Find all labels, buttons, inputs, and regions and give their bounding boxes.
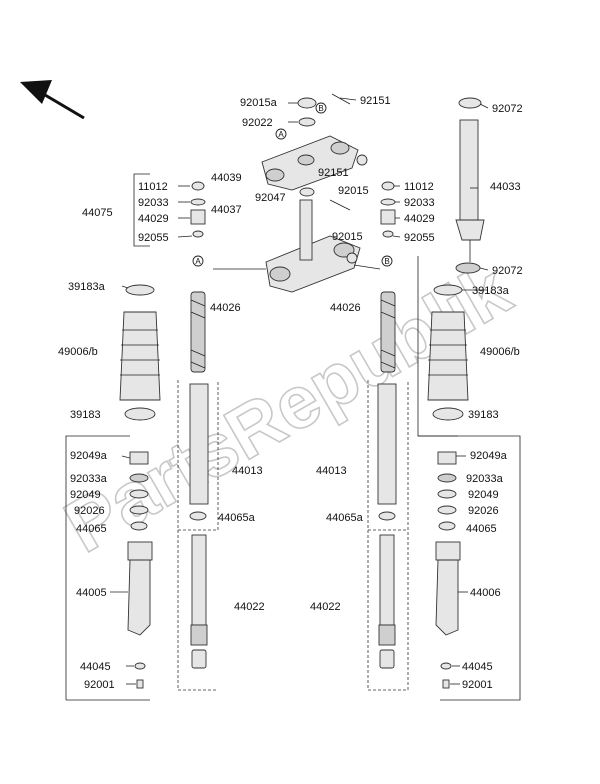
marker-a-top: A <box>275 128 287 140</box>
label-92049a-left: 92049a <box>70 450 108 462</box>
label-44006: 44006 <box>470 587 501 599</box>
label-92049-left: 92049 <box>70 489 101 501</box>
left-seals <box>129 451 149 531</box>
label-44065-left: 44065 <box>76 523 107 535</box>
label-44026-left: 44026 <box>210 302 241 314</box>
right-seals <box>437 451 457 531</box>
label-92047: 92047 <box>255 192 286 204</box>
label-11012-left: 11012 <box>138 181 168 193</box>
label-44026-right: 44026 <box>330 302 361 314</box>
label-92055-left: 92055 <box>138 232 169 244</box>
label-39183-left: 39183 <box>70 409 101 421</box>
right-boot <box>427 284 469 421</box>
svg-text:A: A <box>278 130 284 139</box>
label-92049-right: 92049 <box>468 489 499 501</box>
upper-fork-bracket <box>261 135 359 191</box>
label-44075: 44075 <box>82 207 113 219</box>
label-44039: 44039 <box>211 172 242 184</box>
right-inner-tube <box>377 383 397 505</box>
label-39183a-right: 39183a <box>472 285 510 297</box>
left-outer-tube <box>127 541 153 636</box>
svg-text:B: B <box>384 257 389 266</box>
left-inner-tube <box>189 383 209 505</box>
steering-stem <box>455 97 485 274</box>
leader-lines <box>110 97 489 685</box>
label-92015-mid: 92015 <box>338 185 369 197</box>
label-92022: 92022 <box>242 117 273 129</box>
label-44005: 44005 <box>76 587 107 599</box>
label-44029-right: 44029 <box>404 213 435 225</box>
label-44013-left: 44013 <box>232 465 263 477</box>
right-spring <box>380 291 396 373</box>
svg-text:B: B <box>318 104 323 113</box>
front-arrow-icon <box>20 80 85 120</box>
label-49006-left: 49006/b <box>58 346 98 358</box>
label-44065a-right: 44065a <box>326 512 364 524</box>
left-boot <box>119 284 161 421</box>
right-outer-tube <box>435 541 461 636</box>
label-92001-left: 92001 <box>84 679 115 691</box>
label-92033-right: 92033 <box>404 197 435 209</box>
label-92151-mid: 92151 <box>318 167 349 179</box>
label-92033a-right: 92033a <box>466 473 504 485</box>
label-44065-right: 44065 <box>466 523 497 535</box>
marker-b-top: B <box>315 102 327 114</box>
label-92151-top: 92151 <box>360 95 391 107</box>
label-92072-top: 92072 <box>492 103 523 115</box>
marker-a-mid: A <box>192 255 204 267</box>
label-92026-right: 92026 <box>468 505 499 517</box>
label-44065a-left: 44065a <box>218 512 256 524</box>
label-44045-left: 44045 <box>80 661 111 673</box>
label-44022-left: 44022 <box>234 601 265 613</box>
marker-b-mid: B <box>381 255 393 267</box>
left-cap-group <box>190 181 206 238</box>
label-92015a: 92015a <box>240 97 278 109</box>
label-92072-low: 92072 <box>492 265 523 277</box>
left-damper-rod <box>190 534 208 669</box>
label-92033-left: 92033 <box>138 197 169 209</box>
label-39183a-left: 39183a <box>68 281 106 293</box>
left-spring <box>190 291 206 373</box>
label-92033a-left: 92033a <box>70 473 108 485</box>
label-44022-right: 44022 <box>310 601 341 613</box>
right-damper-rod <box>378 534 396 669</box>
right-cap-group <box>380 181 396 238</box>
lower-fork-bracket <box>265 199 361 293</box>
watermark: PartsRepublik <box>51 247 524 568</box>
label-92055-right: 92055 <box>404 232 435 244</box>
label-44013-right: 44013 <box>316 465 347 477</box>
label-44037: 44037 <box>211 204 242 216</box>
stem-nut <box>297 97 317 109</box>
label-49006-right: 49006/b <box>480 346 520 358</box>
label-39183-right: 39183 <box>468 409 499 421</box>
washer <box>298 117 316 127</box>
part-labels: 92015a 92151 92022 92072 44039 11012 921… <box>58 95 523 691</box>
label-92015-low: 92015 <box>332 231 363 243</box>
label-92026-left: 92026 <box>74 505 105 517</box>
label-44029-left: 44029 <box>138 213 169 225</box>
label-92001-right: 92001 <box>462 679 493 691</box>
svg-text:A: A <box>195 257 201 266</box>
label-11012-right: 11012 <box>404 181 434 193</box>
label-44045-right: 44045 <box>462 661 493 673</box>
label-92049a-right: 92049a <box>470 450 508 462</box>
label-44033: 44033 <box>490 181 521 193</box>
